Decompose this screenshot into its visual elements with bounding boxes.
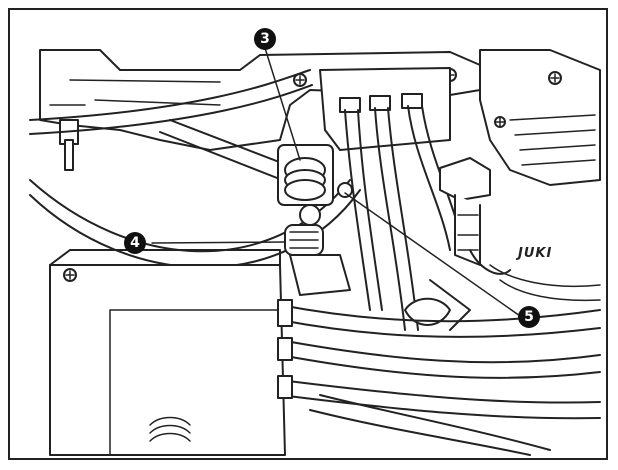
diagram-frame: JUKI: [8, 8, 608, 460]
fittings-block: [319, 67, 451, 151]
callout-5: 5: [518, 306, 540, 328]
left-clip: [59, 119, 79, 171]
lower-box: [49, 249, 286, 456]
callout-4: 4: [124, 232, 146, 254]
component-lettering: JUKI: [515, 246, 552, 261]
hoses-lower: [279, 304, 601, 456]
machine-illustration: JUKI: [29, 47, 601, 456]
right-panel: [479, 49, 601, 186]
leader-lines: [151, 47, 521, 317]
hose-fittings-lower: [277, 299, 293, 399]
callout-3: 3: [254, 28, 276, 50]
hose-clamp: [404, 279, 471, 331]
regulator-assembly: [277, 144, 353, 256]
bracket: [289, 254, 351, 296]
hoses-vertical: [344, 105, 465, 331]
solenoid-unit: JUKI: [439, 157, 552, 275]
